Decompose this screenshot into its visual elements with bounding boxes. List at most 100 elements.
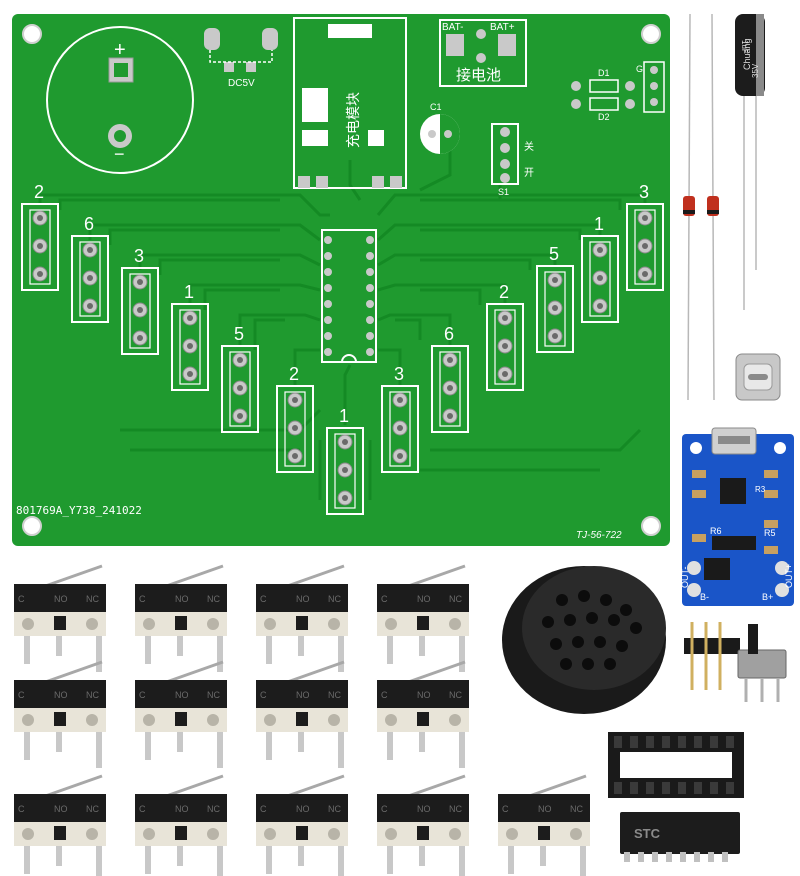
key-footprint (536, 265, 574, 353)
key-footprint-inner (634, 209, 656, 285)
microswitch-no-label: NO (417, 690, 431, 700)
key-pad-hole (502, 371, 508, 377)
microswitch-nc-label: NC (207, 804, 220, 814)
key-number-label: 3 (639, 182, 649, 202)
microswitch-hole (207, 618, 219, 630)
key-pad-hole (37, 271, 43, 277)
key-pad-hole (342, 467, 348, 473)
microswitch-nc-label: NC (449, 690, 462, 700)
key-pad-hole (137, 279, 143, 285)
key-pad-hole (342, 439, 348, 445)
microswitch-no-label: NO (538, 804, 552, 814)
microswitch-hole (143, 714, 155, 726)
microswitch-hole (143, 828, 155, 840)
microswitch-pin (96, 636, 102, 672)
microswitch-no-label: NO (175, 804, 189, 814)
microswitch-hole (86, 714, 98, 726)
microswitch-c-label: C (502, 804, 509, 814)
charge-module-label: 充电模块 (345, 92, 361, 148)
key-footprint (276, 385, 314, 473)
key-footprint-inner (29, 209, 51, 285)
microswitch-hole (385, 618, 397, 630)
key-pad-hole (37, 243, 43, 249)
microswitch-pin (387, 732, 393, 760)
microswitch-nc-label: NC (86, 804, 99, 814)
microswitch-c-label: C (260, 594, 267, 604)
microswitch-notch (175, 616, 187, 630)
microswitch-hole (143, 618, 155, 630)
microswitch-pin (24, 636, 30, 664)
key-pad-hole (447, 357, 453, 363)
key-pad-hole (37, 215, 43, 221)
module-r5-label: R5 (764, 528, 776, 538)
key-footprint (626, 203, 664, 291)
c1-label: C1 (430, 102, 442, 112)
microswitch-notch (296, 616, 308, 630)
slide-switch (737, 624, 787, 702)
pin-header (684, 622, 740, 690)
microswitch-hole (328, 618, 340, 630)
key-footprint (221, 345, 259, 433)
microswitch-pin (56, 636, 62, 656)
key-pad-hole (642, 215, 648, 221)
key-pad-hole (187, 371, 193, 377)
microswitch-nc-label: NC (207, 594, 220, 604)
key-pad-hole (292, 397, 298, 403)
key-footprint-inner (229, 351, 251, 427)
microswitch-pin (217, 846, 223, 876)
microswitch-hole (385, 828, 397, 840)
key-pad-hole (397, 453, 403, 459)
microswitch-pin (338, 636, 344, 672)
mounting-holes (22, 24, 661, 536)
microswitch-c-label: C (260, 690, 267, 700)
diode-2 (707, 196, 719, 216)
key-footprint (21, 203, 59, 291)
microswitch-no-label: NO (296, 690, 310, 700)
key-pad-hole (137, 335, 143, 341)
key-footprint (486, 303, 524, 391)
microswitch-hole (264, 618, 276, 630)
key-pad-hole (597, 303, 603, 309)
key-pad-hole (137, 307, 143, 313)
microswitch-body-top (377, 794, 469, 822)
microswitch-body-top (498, 794, 590, 822)
charging-module (682, 427, 794, 606)
microswitch-c-label: C (18, 690, 25, 700)
microswitch-nc-label: NC (328, 594, 341, 604)
key-number-label: 5 (549, 244, 559, 264)
microswitch-nc-label: NC (328, 804, 341, 814)
buzzer-minus-sign: − (114, 144, 125, 164)
chip-brand: STC (634, 826, 661, 841)
microswitch-notch (417, 712, 429, 726)
key-pad-hole (237, 413, 243, 419)
key-footprint (71, 235, 109, 323)
bat-minus-label: BAT- (442, 22, 463, 33)
key-number-label: 1 (184, 282, 194, 302)
microswitch-body-top (256, 680, 348, 708)
key-pad-hole (642, 271, 648, 277)
charge-module-footprint (293, 17, 407, 189)
microswitch-body-top (256, 584, 348, 612)
microswitch-body-top (14, 584, 106, 612)
microswitch-notch (54, 616, 66, 630)
microswitch-pin (298, 732, 304, 752)
tj-code: TJ-56-722 (576, 530, 622, 541)
microswitch-pin (24, 732, 30, 760)
ic-socket (608, 732, 744, 798)
key-footprint-inner (439, 351, 461, 427)
module-out-minus: OUT- (680, 566, 690, 588)
key-number-label: 3 (394, 364, 404, 384)
microswitch-pin (419, 846, 425, 866)
diode-footprints (571, 61, 665, 113)
microswitch-nc-label: NC (86, 594, 99, 604)
microswitch-c-label: C (260, 804, 267, 814)
key-number-label: 6 (84, 214, 94, 234)
microswitch-pin (266, 732, 272, 760)
microswitch-pin (508, 846, 514, 874)
